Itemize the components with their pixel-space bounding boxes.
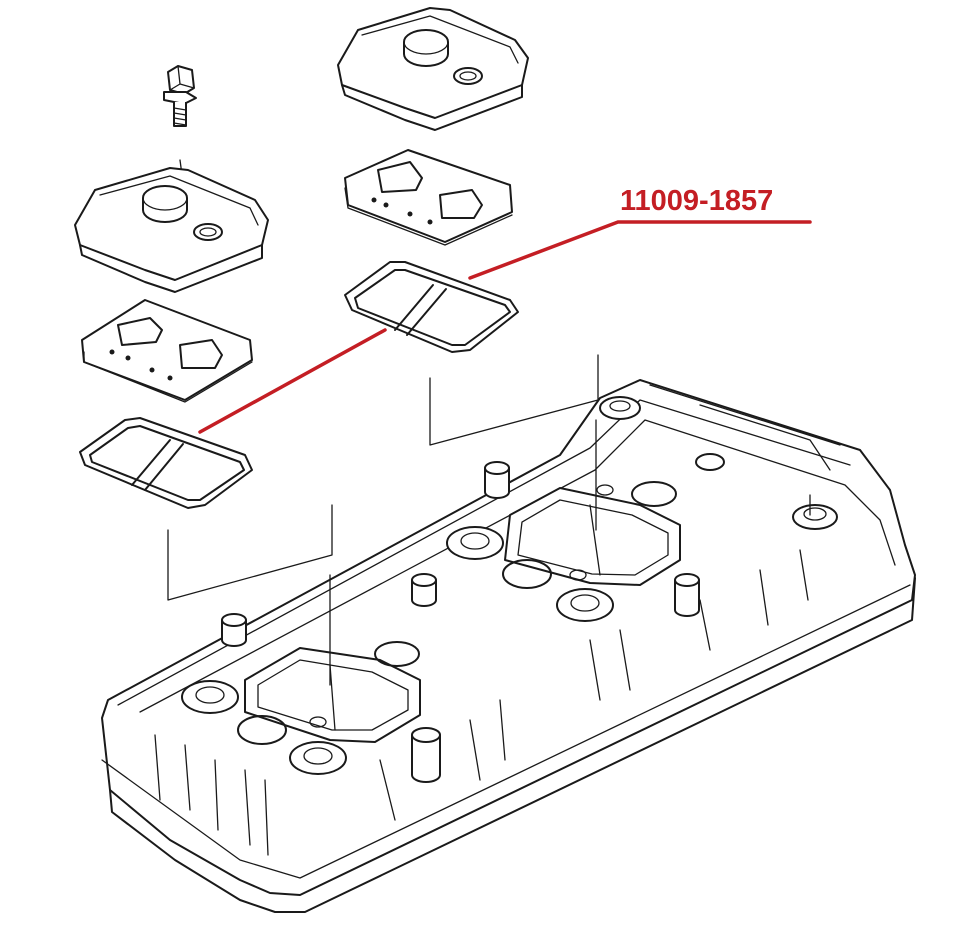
rear-valve-cover-plate	[337, 7, 529, 131]
front-gasket	[79, 417, 253, 509]
callout-leader	[198, 220, 812, 434]
rear-gasket	[344, 261, 519, 353]
front-valve-cover-plate	[74, 167, 269, 293]
assembly-guide-lines	[167, 159, 599, 686]
rear-reed-valve-plate	[344, 149, 513, 246]
cylinder-head-cover	[101, 379, 916, 913]
bolt-icon	[163, 65, 197, 127]
part-number-label: 11009-1857	[620, 185, 773, 217]
front-reed-valve-plate	[81, 299, 253, 403]
